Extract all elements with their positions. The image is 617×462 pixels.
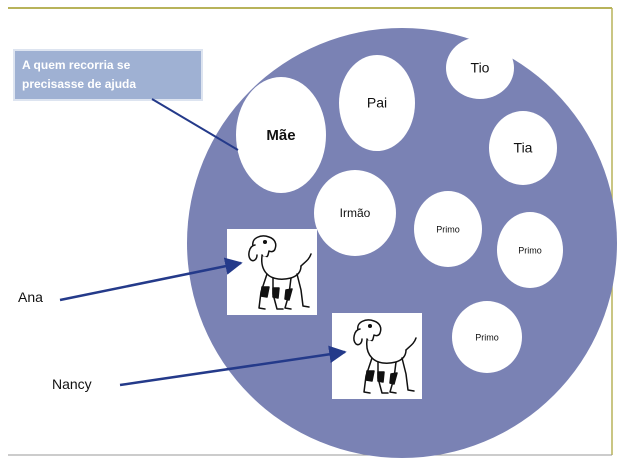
arrow-nancy xyxy=(119,345,347,387)
callout-connector xyxy=(151,98,239,151)
label-ana: Ana xyxy=(18,289,43,305)
node-primo-3: Primo xyxy=(452,301,522,373)
node-irmao-label: Irmão xyxy=(340,206,371,220)
label-nancy: Nancy xyxy=(52,376,92,392)
callout-line-2: precisasse de ajuda xyxy=(22,77,136,91)
node-pai: Pai xyxy=(339,55,415,151)
callout-line-1: A quem recorria se xyxy=(22,58,131,72)
node-mae: Mãe xyxy=(236,77,326,193)
node-tio-label: Tio xyxy=(471,60,490,76)
dog-icon xyxy=(226,228,318,316)
callout-box: A quem recorria se precisasse de ajuda xyxy=(13,49,203,101)
node-tio: Tio xyxy=(446,37,514,99)
node-irmao: Irmão xyxy=(314,170,396,256)
node-primo-1-label: Primo xyxy=(436,224,460,234)
node-primo-3-label: Primo xyxy=(475,332,499,342)
node-pai-label: Pai xyxy=(367,95,387,111)
node-tia: Tia xyxy=(489,111,557,185)
node-tia-label: Tia xyxy=(514,140,533,156)
node-primo-1: Primo xyxy=(414,191,482,267)
dog-icon xyxy=(331,312,423,400)
node-primo-2-label: Primo xyxy=(518,245,542,255)
arrow-ana xyxy=(59,257,243,302)
node-mae-label: Mãe xyxy=(266,127,295,144)
node-primo-2: Primo xyxy=(497,212,563,288)
